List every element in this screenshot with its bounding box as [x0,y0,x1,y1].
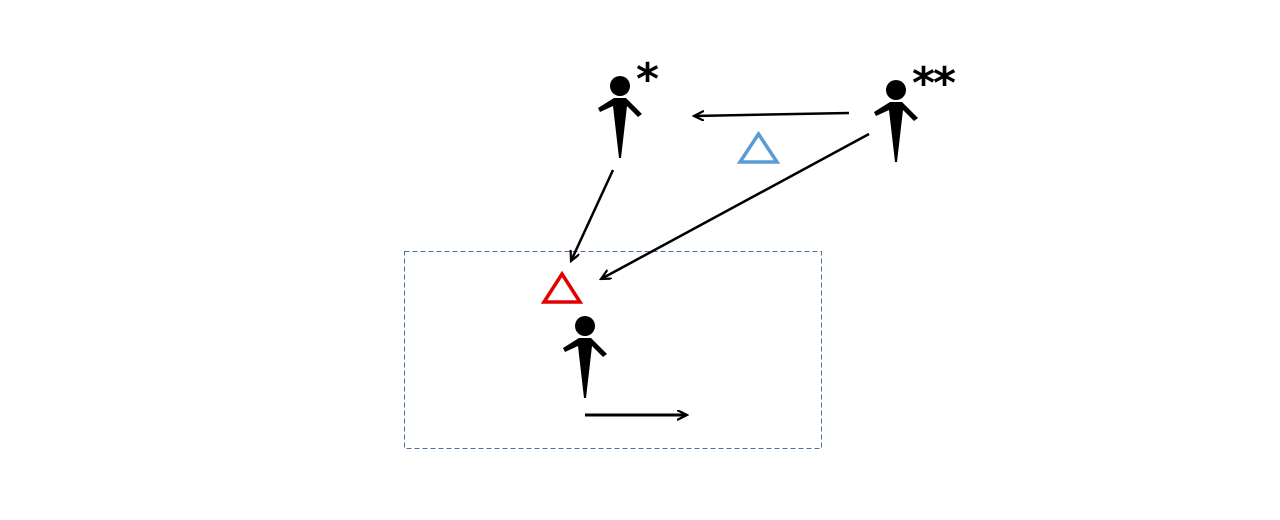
person-icon-double [874,80,918,162]
blue-triangle-icon [736,130,781,164]
person-icon-single [598,76,642,158]
arrow-double-to-single [694,113,850,116]
red-triangle-icon [540,270,584,304]
arrow-double-to-focus [601,132,870,279]
agent-mark-double: ** [912,58,956,109]
agent-mark-single: * [636,54,660,105]
person-icon-focus [563,316,607,398]
arrow-single-to-focus [571,169,615,261]
focus-dashed-box [404,251,822,449]
